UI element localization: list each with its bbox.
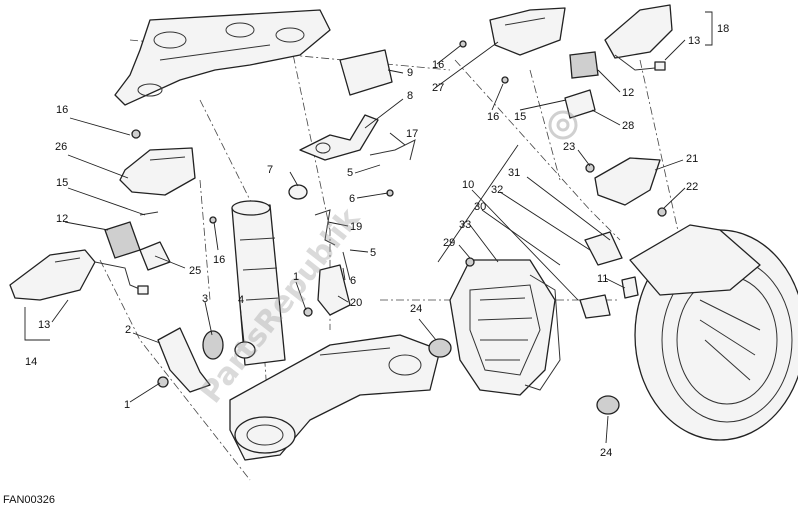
watermark-gear-icon: [548, 110, 578, 140]
callout-31: 31: [508, 167, 520, 179]
callout-16-b: 16: [213, 254, 225, 266]
headlight-bulbs: [579, 231, 639, 319]
callout-29: 29: [443, 237, 455, 249]
callout-15-a: 15: [56, 177, 68, 189]
callout-2: 2: [125, 324, 131, 336]
callout-6-a: 6: [349, 193, 355, 205]
callout-16-c: 16: [432, 59, 444, 71]
callout-10: 10: [462, 179, 474, 191]
callout-26: 26: [55, 141, 67, 153]
rubber-grommets: [428, 338, 620, 415]
callout-25: 25: [189, 265, 201, 277]
headlight: [629, 224, 798, 441]
callout-23: 23: [563, 141, 575, 153]
callout-12-b: 12: [622, 87, 634, 99]
callout-14: 14: [25, 356, 37, 368]
left-turn-signal: [9, 221, 171, 301]
callout-16-a: 16: [56, 104, 68, 116]
callout-12-a: 12: [56, 213, 68, 225]
callout-6-b: 6: [350, 275, 356, 287]
leader-lines: [24, 11, 713, 444]
callout-16-d: 16: [487, 111, 499, 123]
callout-8: 8: [407, 90, 413, 102]
callout-33: 33: [459, 219, 471, 231]
callout-17: 17: [406, 128, 418, 140]
callout-30: 30: [474, 201, 486, 213]
upper-triple-clamp: [114, 9, 331, 106]
callout-7: 7: [267, 164, 273, 176]
callout-11: 11: [597, 273, 608, 285]
lower-left-parts: [157, 327, 256, 393]
callout-labels: 16 26 15 12 25 16 13 14 2 1 3 4 1 20 6 5…: [25, 23, 729, 459]
callout-27: 27: [432, 82, 444, 94]
callout-19: 19: [350, 221, 362, 233]
callout-24-b: 24: [600, 447, 612, 459]
callout-13-a: 13: [38, 319, 50, 331]
right-turn-signal: [604, 4, 673, 71]
callout-18: 18: [717, 23, 729, 35]
headlight-inner-housing: [449, 257, 561, 396]
callout-5-a: 5: [347, 167, 353, 179]
callout-1-b: 1: [293, 271, 299, 283]
lower-yoke: [229, 334, 441, 461]
callout-15-b: 15: [514, 111, 526, 123]
callout-22: 22: [686, 181, 698, 193]
watermark-gear-hub: [556, 118, 570, 132]
callout-20: 20: [350, 297, 362, 309]
callout-13-b: 13: [688, 35, 700, 47]
callout-5-b: 5: [370, 247, 376, 259]
callout-28: 28: [622, 120, 634, 132]
callout-21: 21: [686, 153, 698, 165]
callout-3: 3: [202, 293, 208, 305]
callout-4: 4: [238, 294, 244, 306]
callout-24-a: 24: [410, 303, 422, 315]
callout-32: 32: [491, 184, 503, 196]
headlight-mount-bracket: [585, 157, 667, 217]
mounting-small-parts: [288, 49, 416, 317]
left-bracket-cover: [119, 129, 217, 224]
upper-right-mount: [459, 7, 599, 119]
callout-1-a: 1: [124, 399, 130, 411]
figure-code: FAN00326: [3, 494, 55, 506]
callout-9: 9: [407, 67, 413, 79]
